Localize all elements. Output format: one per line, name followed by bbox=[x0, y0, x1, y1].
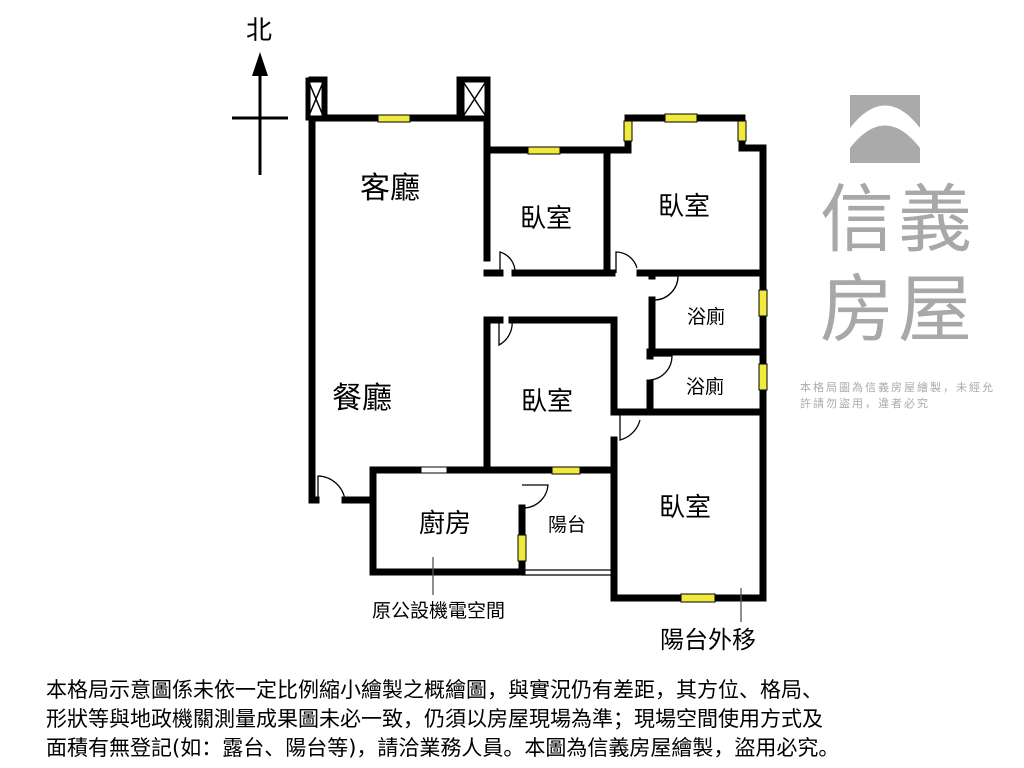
disclaimer-line: 面積有無登記(如：露台、陽台等)，請洽業務人員。本圖為信義房屋繪製，盜用必究。 bbox=[46, 736, 840, 760]
room-label-bedroom-4: 臥室 bbox=[659, 493, 712, 523]
room-label-balcony: 陽台 bbox=[548, 514, 587, 536]
window bbox=[377, 114, 411, 123]
window bbox=[551, 466, 581, 475]
watermark-logo-text: 信義房屋 bbox=[820, 177, 976, 353]
disclaimer: 本格局示意圖係未依一定比例縮小繪製之概繪圖，與實況仍有差距，其方位、格局、 形狀… bbox=[46, 676, 839, 763]
watermark-notice: 本格局圖為信義房屋繪製，未經允許請勿盜用，違者必究 bbox=[800, 381, 995, 410]
north-label: 北 bbox=[246, 16, 273, 46]
window bbox=[758, 289, 768, 317]
room-label-bedroom-2: 臥室 bbox=[658, 192, 711, 222]
room-label-bathroom-1: 浴廁 bbox=[687, 306, 726, 328]
room-label-bathroom-2: 浴廁 bbox=[686, 376, 725, 398]
window bbox=[527, 146, 561, 155]
room-label-dining-room: 餐廳 bbox=[332, 381, 392, 416]
room-label-living-room: 客廳 bbox=[360, 171, 420, 206]
window bbox=[517, 534, 527, 562]
window bbox=[758, 363, 768, 391]
room-label-kitchen: 廚房 bbox=[419, 509, 472, 539]
disclaimer-line: 本格局示意圖係未依一定比例縮小繪製之概繪圖，與實況仍有差距，其方位、格局、 bbox=[46, 678, 823, 702]
north-arrow-icon bbox=[232, 52, 288, 175]
window bbox=[737, 120, 747, 142]
annotation-balcony-moved: 陽台外移 bbox=[660, 626, 756, 654]
disclaimer-line: 形狀等與地政機關測量成果圖未必一致，仍須以房屋現場為準；現場空間使用方式及 bbox=[46, 707, 823, 731]
annotation-mechanical-space: 原公設機電空間 bbox=[372, 600, 506, 622]
window bbox=[623, 120, 633, 142]
window bbox=[664, 113, 698, 123]
room-label-bedroom-1: 臥室 bbox=[520, 204, 573, 234]
window bbox=[680, 593, 716, 603]
room-label-bedroom-3: 臥室 bbox=[521, 387, 574, 417]
